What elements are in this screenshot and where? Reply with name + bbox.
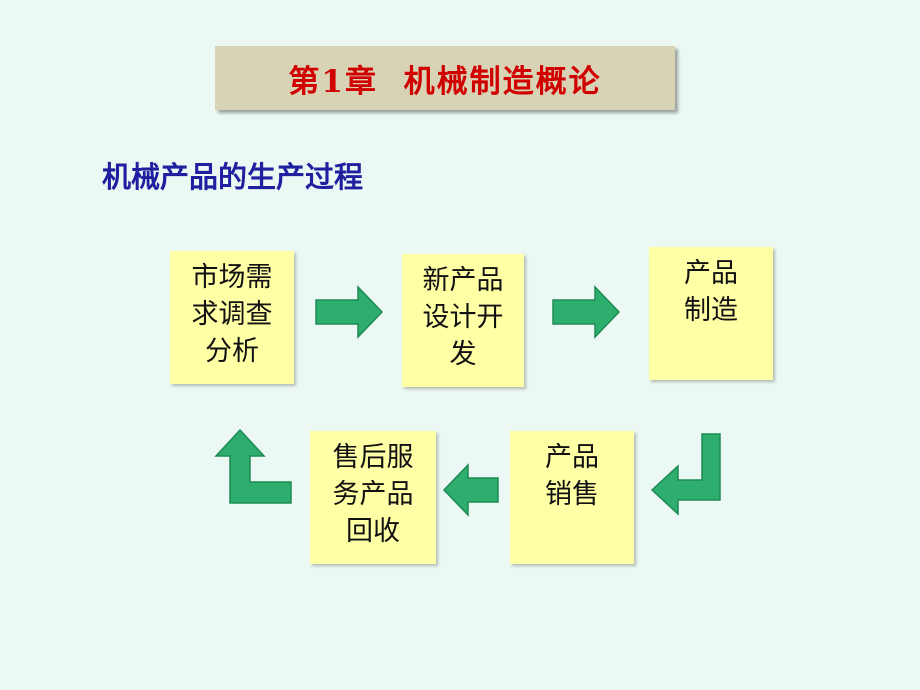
- step-manufacturing-label: 产品 制造: [684, 258, 738, 326]
- chapter-title: 第1章 机械制造概论: [288, 63, 602, 100]
- step-after-sales-box: 售后服 务产品 回收: [310, 431, 436, 564]
- step-product-design-box: 新产品 设计开 发: [402, 254, 524, 387]
- arrow-right-icon: [315, 285, 384, 339]
- step-sales-box: 产品 销售: [510, 431, 634, 564]
- step-market-research-label: 市场需 求调查 分析: [191, 262, 273, 367]
- arrow-bent-down-left-icon: [650, 433, 721, 516]
- arrow-bent-up-icon: [214, 428, 292, 504]
- step-manufacturing-box: 产品 制造: [649, 247, 773, 380]
- step-product-design-label: 新产品 设计开 发: [422, 265, 504, 370]
- arrow-right-icon: [552, 285, 621, 339]
- chapter-title-banner: 第1章 机械制造概论: [215, 46, 675, 110]
- section-subtitle: 机械产品的生产过程: [102, 160, 364, 194]
- step-after-sales-label: 售后服 务产品 回收: [332, 442, 414, 547]
- step-market-research-box: 市场需 求调查 分析: [170, 251, 294, 384]
- step-sales-label: 产品 销售: [545, 442, 599, 510]
- arrow-left-icon: [442, 463, 499, 517]
